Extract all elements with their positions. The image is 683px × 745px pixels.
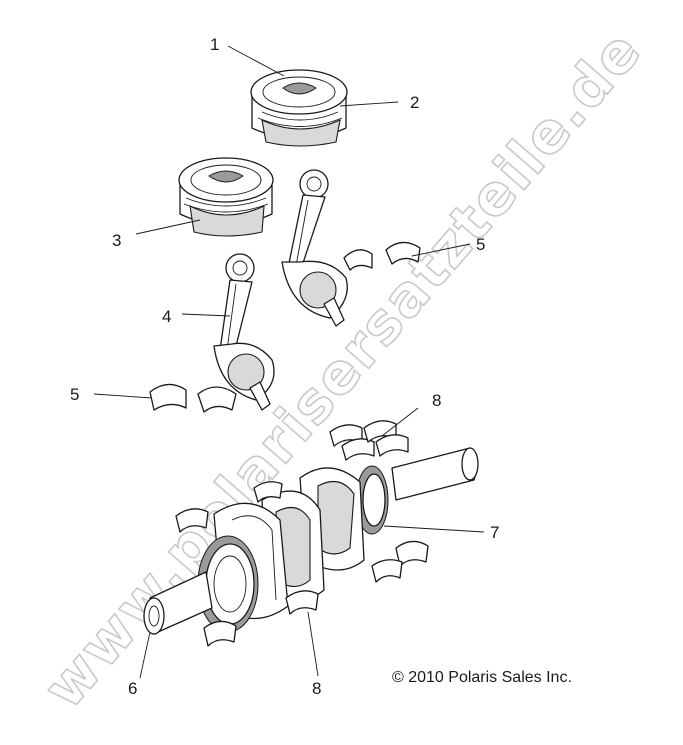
callout-8-lower: 8 — [312, 679, 321, 698]
callout-1: 1 — [210, 35, 219, 54]
callout-5-lower: 5 — [70, 385, 79, 404]
piston-lower — [178, 157, 274, 237]
leader-lines — [93, 45, 485, 679]
main-bearing-shells-upper — [329, 420, 409, 461]
callout-2: 2 — [410, 93, 419, 112]
crankshaft — [143, 447, 479, 647]
copyright-notice: © 2010 Polaris Sales Inc. — [392, 669, 572, 686]
callout-8-upper: 8 — [432, 391, 441, 410]
callout-5-upper: 5 — [476, 235, 485, 254]
bearing-shells-upper — [343, 241, 421, 271]
connecting-rod-upper — [281, 169, 348, 327]
callout-4: 4 — [162, 307, 171, 326]
callout-7: 7 — [490, 523, 499, 542]
callout-3: 3 — [112, 231, 121, 250]
piston-upper — [250, 69, 348, 147]
bearing-shells-lower — [149, 383, 237, 413]
callout-6: 6 — [128, 679, 137, 698]
connecting-rod-lower — [213, 253, 275, 411]
